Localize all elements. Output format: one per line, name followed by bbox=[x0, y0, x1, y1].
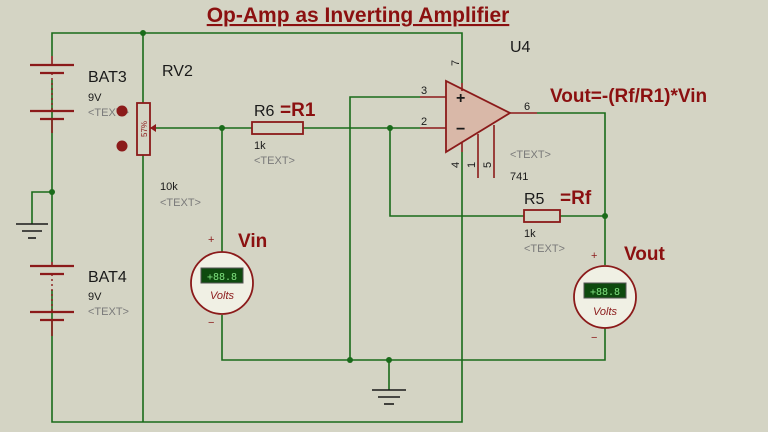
ground-icon-left bbox=[16, 223, 48, 239]
wire-top-rail bbox=[51, 32, 463, 83]
r6-alias: =R1 bbox=[280, 100, 316, 121]
vin-plus-terminal: + bbox=[208, 234, 214, 246]
vin-lcd bbox=[200, 267, 244, 284]
rv2-value: 10k bbox=[160, 181, 178, 193]
vin-minus-terminal: − bbox=[208, 317, 214, 329]
resistor-r6[interactable] bbox=[251, 121, 304, 135]
vin-unit: Volts bbox=[210, 290, 235, 302]
gain-formula: Vout=-(Rf/R1)*Vin bbox=[550, 86, 707, 107]
voltmeter-vin[interactable] bbox=[190, 251, 254, 315]
pin-label-5: 5 bbox=[482, 162, 494, 168]
pot-adjust-buttons[interactable] bbox=[116, 105, 128, 152]
pin-label-4: 4 bbox=[450, 162, 462, 168]
vout-display: +88.8 bbox=[590, 287, 620, 298]
junction-dot bbox=[140, 30, 146, 36]
vout-unit: Volts bbox=[593, 306, 618, 318]
junction-dot bbox=[347, 357, 353, 363]
pot-wiper-percent: 57% bbox=[140, 121, 149, 137]
vout-lcd bbox=[583, 282, 627, 299]
rv2-ref: RV2 bbox=[162, 63, 193, 80]
u4-text: <TEXT> bbox=[510, 149, 551, 161]
pot-decrease-button[interactable] bbox=[116, 140, 128, 152]
opamp-plus-sign: + bbox=[456, 90, 465, 107]
r6-text: <TEXT> bbox=[254, 155, 295, 167]
r5-alias: =Rf bbox=[560, 188, 592, 209]
junction-dot bbox=[219, 125, 225, 131]
junction-dot bbox=[386, 357, 392, 363]
junction-dot bbox=[387, 125, 393, 131]
battery-bat4[interactable] bbox=[30, 262, 74, 336]
page-title: Op-Amp as Inverting Amplifier bbox=[207, 4, 510, 27]
pin-label-6: 6 bbox=[524, 101, 530, 113]
pin-label-3: 3 bbox=[421, 85, 427, 97]
r6-ref: R6 bbox=[254, 103, 275, 120]
opamp-u4[interactable] bbox=[420, 79, 537, 178]
vout-plus-terminal: + bbox=[591, 250, 597, 262]
bat3-ref: BAT3 bbox=[88, 69, 127, 86]
wire-noninv-ground bbox=[349, 96, 420, 360]
r5-text: <TEXT> bbox=[524, 243, 565, 255]
pin-label-2: 2 bbox=[421, 116, 427, 128]
vin-label: Vin bbox=[238, 231, 267, 252]
pin-label-1: 1 bbox=[466, 162, 478, 168]
wires bbox=[31, 32, 606, 423]
wire-bottom-rail bbox=[51, 178, 463, 423]
pin-label-7: 7 bbox=[450, 60, 462, 66]
wire-feedback-out bbox=[537, 112, 606, 217]
bat4-ref: BAT4 bbox=[88, 269, 127, 286]
voltmeter-vout[interactable] bbox=[573, 265, 637, 329]
pot-increase-button[interactable] bbox=[116, 105, 128, 117]
rv2-text: <TEXT> bbox=[160, 197, 201, 209]
wire-feedback-in bbox=[389, 128, 524, 217]
bat4-text: <TEXT> bbox=[88, 306, 129, 318]
bat4-value: 9V bbox=[88, 291, 102, 303]
ground-icon-center bbox=[372, 389, 406, 405]
junction-dot bbox=[49, 189, 55, 195]
potentiometer-rv2[interactable] bbox=[136, 102, 156, 156]
vout-minus-terminal: − bbox=[591, 332, 597, 344]
wire-ground-bus bbox=[221, 315, 606, 361]
r5-value: 1k bbox=[524, 228, 536, 240]
bat3-value: 9V bbox=[88, 92, 102, 104]
wire-mid-ground bbox=[31, 191, 52, 224]
vin-display: +88.8 bbox=[207, 272, 237, 283]
vout-label: Vout bbox=[624, 244, 665, 265]
junction-dot bbox=[602, 213, 608, 219]
opamp-minus-sign: − bbox=[456, 121, 465, 138]
r5-ref: R5 bbox=[524, 191, 545, 208]
u4-ref: U4 bbox=[510, 39, 531, 56]
junctions bbox=[49, 30, 608, 363]
battery-bat3[interactable] bbox=[30, 56, 74, 133]
r6-value: 1k bbox=[254, 140, 266, 152]
u4-part: 741 bbox=[510, 171, 528, 183]
resistor-r5[interactable] bbox=[523, 209, 561, 223]
